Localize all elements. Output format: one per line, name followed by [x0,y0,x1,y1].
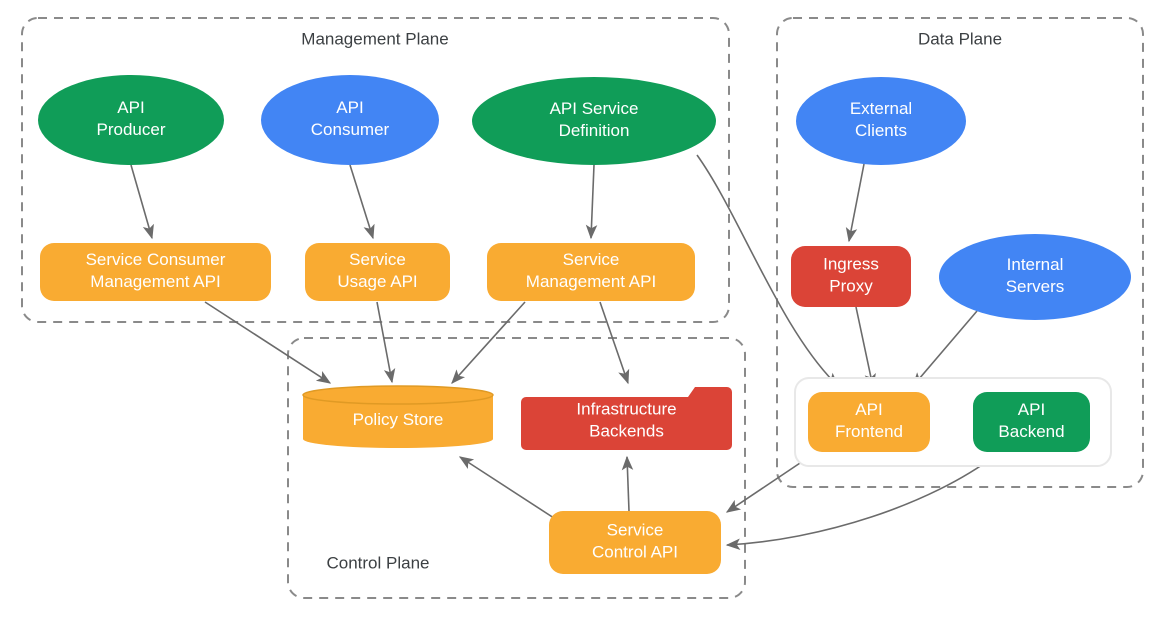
node-shape-ingress-proxy[interactable] [791,246,911,307]
edge-definition-to-mgmt-api [585,164,598,240]
node-label-policy-store: Policy Store [353,410,444,429]
edge-service-control-to-infrastructure [621,455,634,512]
node-shape-api-consumer[interactable] [261,75,439,165]
node-shape-infrastructure-backends[interactable] [521,387,732,450]
plane-label-management-plane: Management Plane [301,29,448,48]
edge-internal-servers-to-api-frontend [912,310,978,387]
edge-consumer-mgmt-to-policy-store [204,301,332,384]
node-shape-internal-servers[interactable] [939,234,1131,320]
node-shape-api-frontend[interactable] [808,392,930,452]
edge-consumer-to-usage [349,164,375,240]
plane-data-plane: Data Plane [776,17,1144,488]
plane-border-control-plane [287,337,746,599]
edge-usage-to-policy-store [376,301,396,384]
node-shape-service-consumer-management-api[interactable] [40,243,271,301]
node-shape-body-policy-store[interactable] [303,395,493,448]
edge-api-frontend-to-service-control [725,454,813,513]
plane-management-plane: Management Plane [21,17,730,323]
node-shape-service-usage-api[interactable] [305,243,450,301]
node-shape-api-service-definition[interactable] [472,77,716,165]
plane-border-data-plane [776,17,1144,488]
edge-mgmt-api-to-infrastructure [599,301,630,385]
edge-producer-to-consumer-mgmt [130,164,154,240]
node-shape-external-clients[interactable] [796,77,966,165]
node-shape-api-producer[interactable] [38,75,224,165]
node-shape-service-control-api[interactable] [549,511,721,574]
plane-border-management-plane [21,17,730,323]
edge-api-backend-to-service-control [725,454,997,551]
edge-ingress-to-api-frontend [855,306,876,389]
edge-mgmt-api-to-policy-store [451,301,526,384]
edge-definition-to-api-frontend [696,154,839,387]
plane-control-plane: Control Plane [287,337,746,599]
node-shape-api-backend[interactable] [973,392,1090,452]
node-policy-store[interactable]: Policy Store [302,385,494,448]
edge-service-control-to-policy-store [458,456,558,521]
node-shape-top-policy-store [302,385,494,405]
plane-label-control-plane: Control Plane [326,553,429,572]
edge-external-clients-to-ingress [845,163,865,243]
plane-label-data-plane: Data Plane [918,29,1002,48]
node-shape-service-management-api[interactable] [487,243,695,301]
edges-layer [130,154,997,551]
